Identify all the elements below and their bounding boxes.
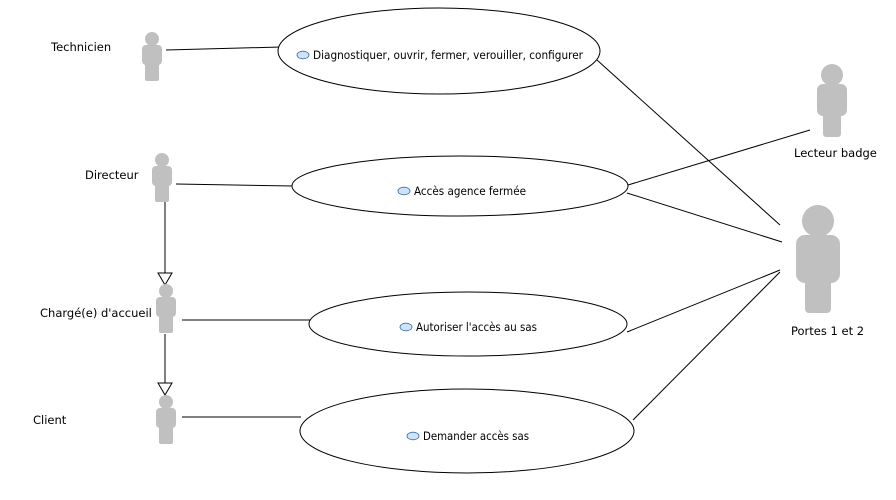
- usecase-autoriser-sas[interactable]: Autoriser l'accès au sas: [308, 291, 628, 357]
- actor-icon: [142, 32, 162, 81]
- actor-label: Directeur: [85, 168, 139, 182]
- usecase-label: Demander accès sas: [423, 429, 529, 443]
- actor-label: Client: [33, 413, 67, 427]
- usecase-icon: [399, 322, 413, 332]
- actor-portes[interactable]: Portes 1 et 2: [791, 205, 864, 338]
- assoc-technicien-diagnostiquer: [165, 46, 282, 51]
- actor-icon: [796, 205, 840, 313]
- generalization-charge-client: [157, 334, 173, 396]
- usecase-diagnostiquer[interactable]: Diagnostiquer, ouvrir, fermer, verouille…: [277, 7, 601, 95]
- actor-icon: [156, 284, 176, 333]
- usecase-icon: [406, 431, 420, 441]
- assoc-directeur-acces-agence: [175, 183, 294, 187]
- usecase-label: Diagnostiquer, ouvrir, fermer, verouille…: [313, 48, 583, 62]
- actor-icon: [817, 64, 847, 137]
- assoc-diagnostiquer-portes: [596, 59, 781, 226]
- usecase-label: Accès agence fermée: [414, 184, 526, 198]
- actor-label: Technicien: [50, 40, 111, 54]
- usecase-label: Autoriser l'accès au sas: [416, 320, 537, 334]
- assoc-acces-agence-lecteur: [627, 129, 811, 186]
- assoc-autoriser-sas-portes: [626, 269, 781, 333]
- generalization-directeur-charge: [157, 200, 173, 286]
- actor-label: Chargé(e) d'accueil: [40, 306, 152, 320]
- actor-label: Portes 1 et 2: [791, 324, 864, 338]
- actor-icon: [152, 153, 172, 202]
- actor-directeur[interactable]: Directeur: [85, 153, 172, 202]
- actor-charge-accueil[interactable]: Chargé(e) d'accueil: [40, 284, 176, 333]
- usecase-acces-agence[interactable]: Accès agence fermée: [291, 155, 629, 217]
- associations: [165, 46, 811, 421]
- assoc-demander-sas-portes: [632, 271, 781, 421]
- actor-label: Lecteur badge: [794, 146, 877, 160]
- assoc-acces-agence-portes: [626, 192, 783, 243]
- actor-client[interactable]: Client: [33, 395, 176, 444]
- actor-technicien[interactable]: Technicien: [50, 32, 162, 81]
- usecase-demander-sas[interactable]: Demander accès sas: [299, 388, 635, 474]
- actor-lecteur-badge[interactable]: Lecteur badge: [794, 64, 877, 160]
- usecase-icon: [296, 50, 310, 60]
- actor-icon: [156, 395, 176, 444]
- usecase-icon: [397, 186, 411, 196]
